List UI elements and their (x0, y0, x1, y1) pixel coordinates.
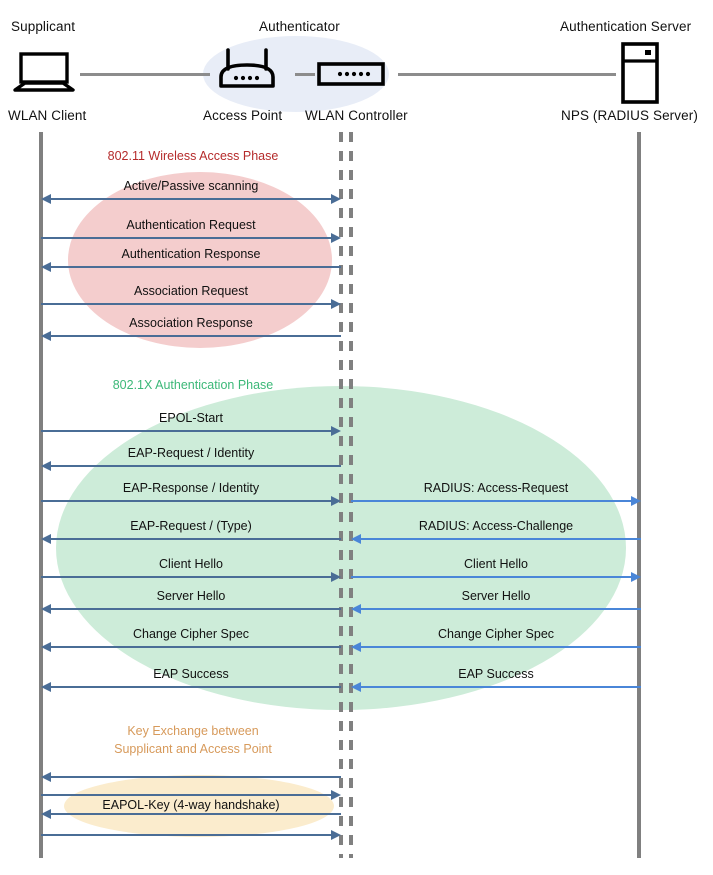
actor-device-access-point: Access Point (203, 108, 283, 123)
arrowhead-left-icon (41, 534, 51, 544)
lifeline-supplicant (39, 132, 43, 858)
message-label-right: Client Hello (464, 557, 528, 571)
arrowhead-right-icon (331, 233, 341, 243)
arrowhead-right-icon (631, 496, 641, 506)
arrowhead-left-icon (41, 809, 51, 819)
message-line (351, 500, 633, 502)
message-line (41, 500, 333, 502)
message-label: EAPOL-Key (4-way handshake) (102, 798, 280, 812)
message-line (359, 608, 641, 610)
message-label: Client Hello (159, 557, 223, 571)
message-line (41, 430, 333, 432)
actor-role-authentication-server: Authentication Server (560, 19, 692, 34)
message-label: Active/Passive scanning (123, 179, 259, 193)
message-line (351, 576, 633, 578)
message-line (49, 335, 341, 337)
phase-80211-blob (68, 172, 332, 348)
message-line (49, 266, 341, 268)
arrowhead-right-icon (331, 790, 341, 800)
actor-device-wlan-client: WLAN Client (8, 108, 87, 123)
arrowhead-right-icon (331, 496, 341, 506)
phase-key-exchange-blob (64, 775, 334, 837)
link-client-to-ap (80, 73, 210, 76)
link-ap-to-controller (295, 73, 315, 76)
message-label: Server Hello (156, 589, 226, 603)
lifeline-auth-server (637, 132, 641, 858)
message-label: EAP-Request / Identity (127, 446, 255, 460)
message-line (359, 538, 641, 540)
arrowhead-left-icon (351, 682, 361, 692)
arrowhead-left-icon (41, 682, 51, 692)
access-point-icon (215, 47, 279, 100)
message-line (41, 237, 333, 239)
arrowhead-left-icon (41, 331, 51, 341)
message-label: Association Request (134, 284, 248, 298)
message-label: Authentication Response (121, 247, 261, 261)
message-line (41, 303, 333, 305)
message-line (49, 686, 341, 688)
lifeline-access-point (339, 132, 343, 858)
arrowhead-right-icon (331, 572, 341, 582)
actor-device-nps-radius-server: NPS (RADIUS Server) (561, 108, 698, 123)
message-line (49, 198, 333, 200)
message-line (49, 813, 341, 815)
message-line (41, 834, 333, 836)
message-label-right: Change Cipher Spec (437, 627, 555, 641)
message-line (359, 686, 641, 688)
message-line (41, 576, 333, 578)
phase-label-8021x: 802.1X Authentication Phase (112, 378, 274, 392)
arrowhead-left-icon (351, 534, 361, 544)
message-label: Authentication Request (126, 218, 256, 232)
message-line (41, 794, 333, 796)
arrowhead-left-icon (41, 642, 51, 652)
phase-label-key-exchange: Key Exchange between Supplicant and Acce… (114, 724, 272, 756)
arrowhead-left-icon (41, 772, 51, 782)
message-label: Change Cipher Spec (132, 627, 250, 641)
message-line (49, 465, 341, 467)
arrowhead-right-icon (331, 830, 341, 840)
arrowhead-left-icon (41, 262, 51, 272)
arrowhead-left-icon (351, 642, 361, 652)
actor-role-authenticator: Authenticator (259, 19, 340, 34)
message-label: EAP-Response / Identity (122, 481, 260, 495)
message-label: Association Response (129, 316, 253, 330)
arrowhead-right-icon (331, 299, 341, 309)
message-label-right: EAP Success (458, 667, 534, 681)
wlan-controller-icon (317, 61, 385, 92)
arrowhead-right-icon (331, 426, 341, 436)
link-controller-to-server (398, 73, 616, 76)
message-label: EPOL-Start (159, 411, 223, 425)
message-line (49, 776, 341, 778)
arrowhead-left-icon (41, 461, 51, 471)
lifeline-wlan-controller (349, 132, 353, 858)
message-line (359, 646, 641, 648)
arrowhead-left-icon (351, 604, 361, 614)
message-line (49, 646, 341, 648)
message-label-right: RADIUS: Access-Challenge (418, 519, 574, 533)
phase-label-80211: 802.11 Wireless Access Phase (107, 149, 279, 163)
actor-role-supplicant: Supplicant (11, 19, 76, 34)
arrowhead-right-icon (631, 572, 641, 582)
message-line (49, 608, 341, 610)
message-label-right: Server Hello (461, 589, 531, 603)
arrowhead-left-icon (41, 604, 51, 614)
message-line (49, 538, 341, 540)
message-label: EAP Success (153, 667, 229, 681)
arrowhead-right-icon (331, 194, 341, 204)
actor-device-wlan-controller: WLAN Controller (305, 108, 408, 123)
message-label: EAP-Request / (Type) (130, 519, 252, 533)
laptop-icon (12, 52, 80, 99)
server-icon (620, 42, 660, 109)
arrowhead-left-icon (41, 194, 51, 204)
message-label-right: RADIUS: Access-Request (423, 481, 569, 495)
